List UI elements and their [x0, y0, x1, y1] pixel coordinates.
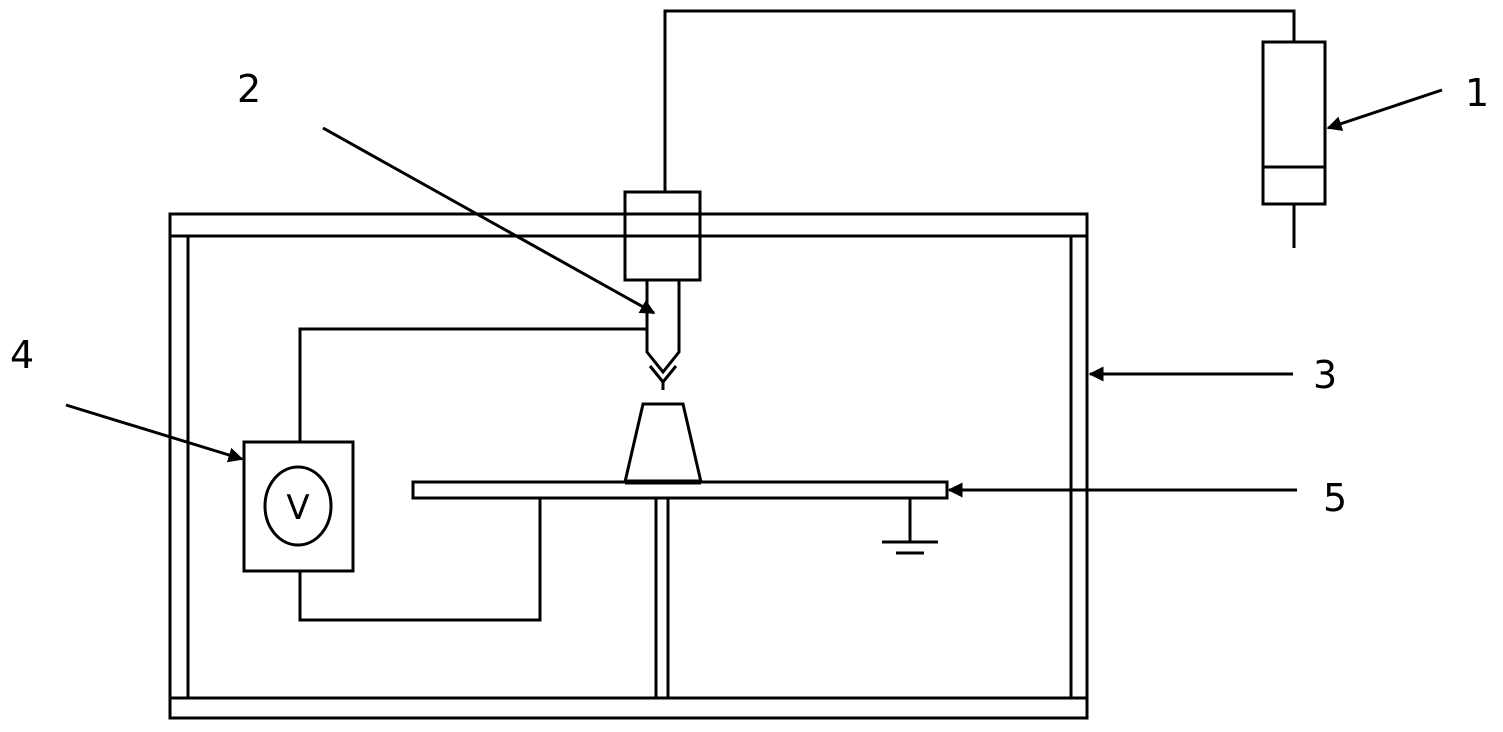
- voltmeter-symbol: V: [286, 488, 309, 528]
- spinneret-nozzle: [645, 280, 681, 375]
- syringe-pump: [1261, 40, 1327, 248]
- leader-arrow-2: [322, 126, 656, 315]
- plate-support: [654, 496, 670, 700]
- leader-arrow-4: [65, 403, 244, 463]
- ground-icon: [882, 498, 938, 555]
- supply-tube: [663, 9, 1296, 192]
- label-5: 5: [1323, 476, 1347, 520]
- label-3: 3: [1313, 353, 1337, 397]
- wire-to-nozzle: [298, 327, 647, 442]
- collector-beaker: [623, 402, 703, 484]
- voltage-source: V: [242, 440, 355, 573]
- label-4: 4: [10, 333, 34, 377]
- wire-to-collector: [298, 498, 542, 622]
- nozzle-holder: [623, 190, 702, 282]
- leader-arrow-1: [1326, 88, 1443, 131]
- label-1: 1: [1465, 71, 1489, 115]
- label-2: 2: [237, 67, 261, 111]
- collector-plate: [411, 480, 949, 500]
- chamber-frame: [168, 212, 1089, 720]
